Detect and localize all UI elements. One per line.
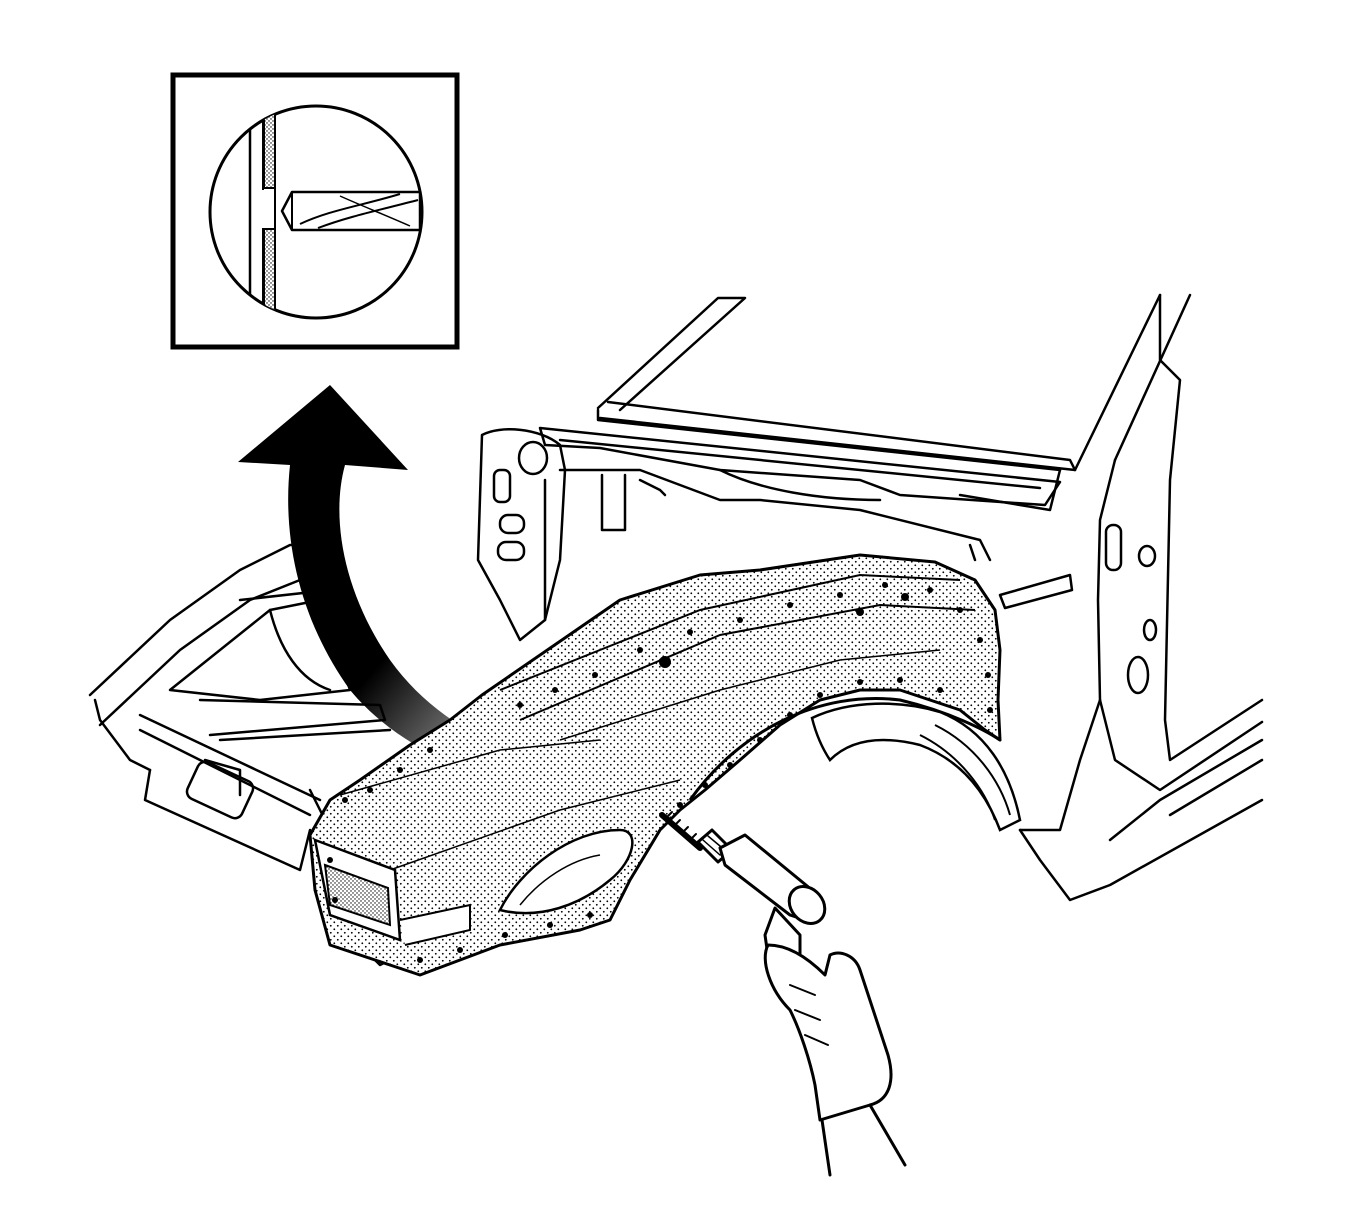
vehicle-body-structure [88,293,1264,967]
fender-apron-panel [308,553,1022,977]
gloved-hand-icon [763,943,907,1177]
drill-bit-detail-icon [170,72,460,350]
drill-icon [659,811,827,977]
removal-arrow-icon [238,385,582,790]
